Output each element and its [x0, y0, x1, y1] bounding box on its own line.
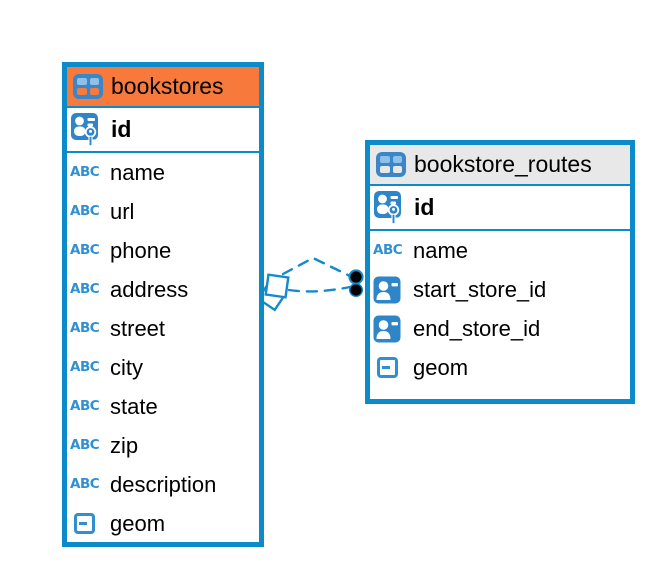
column-row[interactable]: ABC url [67, 192, 259, 231]
table-icon [376, 152, 406, 177]
table-bookstores[interactable]: bookstores [62, 62, 264, 547]
column-row[interactable]: geom [67, 504, 259, 543]
column-name: url [110, 198, 135, 224]
text-type-icon: ABC [70, 241, 100, 258]
text-type-icon: ABC [373, 241, 403, 258]
column-row[interactable]: end_store_id [370, 309, 630, 348]
geometry-type-icon [377, 357, 398, 378]
table-icon [73, 74, 103, 99]
column-name: address [110, 276, 189, 302]
column-name: geom [110, 510, 166, 536]
column-name: id [111, 116, 132, 142]
column-row-id[interactable]: id [67, 108, 259, 153]
column-row[interactable]: start_store_id [370, 270, 630, 309]
text-type-icon: ABC [70, 163, 100, 180]
column-name: city [110, 354, 143, 380]
column-row-id[interactable]: id [370, 186, 630, 231]
column-name: phone [110, 237, 172, 263]
table-title: bookstores [111, 73, 224, 99]
text-type-icon: ABC [70, 436, 100, 453]
primary-key-icon [373, 190, 404, 226]
column-row[interactable]: ABC name [370, 231, 630, 270]
text-type-icon: ABC [70, 280, 100, 297]
column-name: name [413, 237, 469, 263]
column-row[interactable]: ABC description [67, 465, 259, 504]
table-bookstore-routes-header[interactable]: bookstore_routes [370, 145, 630, 186]
column-row[interactable]: ABC zip [67, 426, 259, 465]
column-name: name [110, 159, 166, 185]
text-type-icon: ABC [70, 202, 100, 219]
relationship-line-1[interactable] [281, 256, 352, 278]
geometry-type-icon [74, 513, 95, 534]
text-type-icon: ABC [70, 475, 100, 492]
column-row[interactable]: ABC city [67, 348, 259, 387]
relationship-line-2[interactable] [287, 285, 352, 293]
column-row[interactable]: ABC street [67, 309, 259, 348]
column-name: id [414, 194, 435, 220]
column-name: state [110, 393, 158, 419]
table-bookstore-routes[interactable]: bookstore_routes [365, 140, 635, 404]
column-name: geom [413, 354, 469, 380]
column-name: zip [110, 432, 139, 458]
column-row[interactable]: ABC state [67, 387, 259, 426]
column-row[interactable]: geom [370, 348, 630, 387]
column-row[interactable]: ABC address [67, 270, 259, 309]
table-bookstores-header[interactable]: bookstores [67, 67, 259, 108]
text-type-icon: ABC [70, 397, 100, 414]
foreign-key-icon [373, 276, 404, 304]
text-type-icon: ABC [70, 358, 100, 375]
column-row[interactable]: ABC name [67, 153, 259, 192]
column-name: start_store_id [413, 276, 547, 302]
column-row[interactable]: ABC phone [67, 231, 259, 270]
column-name: end_store_id [413, 315, 541, 341]
primary-key-icon [70, 112, 101, 148]
table-title: bookstore_routes [414, 151, 592, 177]
column-name: street [110, 315, 166, 341]
foreign-key-icon [373, 315, 404, 343]
relationship-target-marker[interactable] [348, 269, 364, 298]
text-type-icon: ABC [70, 319, 100, 336]
column-name: description [110, 471, 217, 497]
